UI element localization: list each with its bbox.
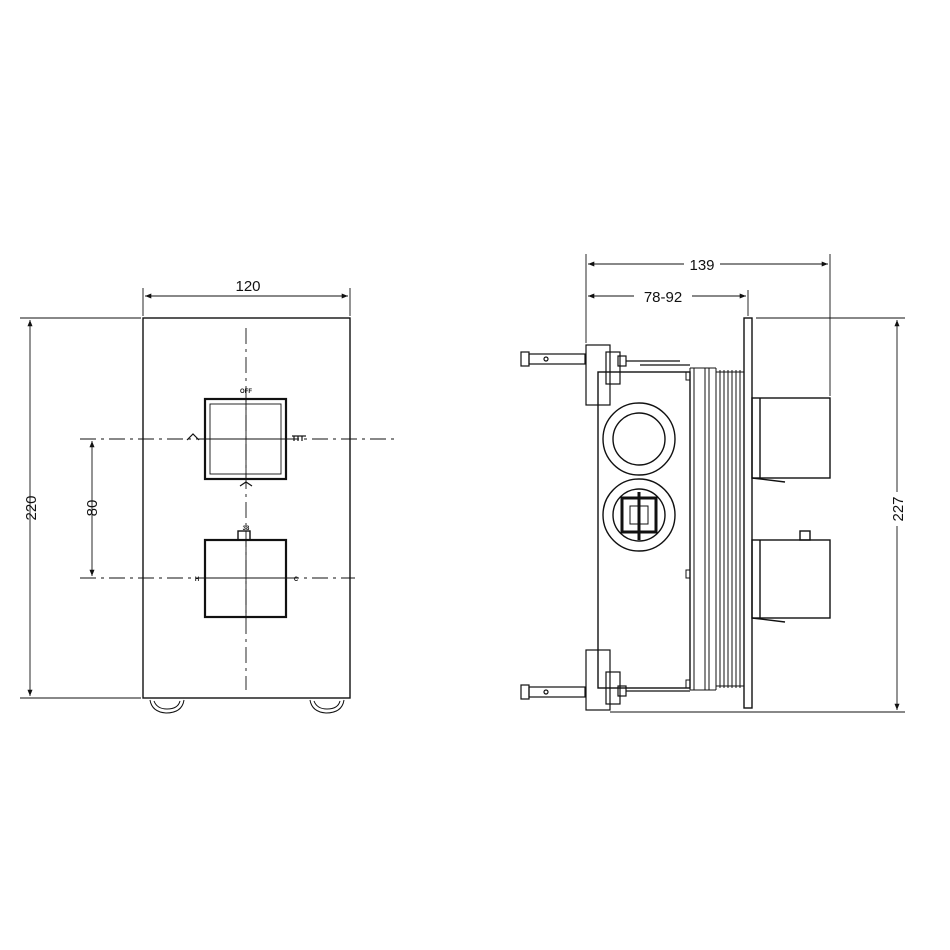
label-knob-off: OFF (240, 389, 252, 395)
label-dim-height: 220 (23, 495, 40, 520)
mounting-box (597, 371, 691, 689)
center-lines (80, 328, 395, 690)
label-dim-centers: 80 (84, 500, 101, 517)
flow-symbols (186, 433, 306, 487)
label-knob-temp: 38 (243, 526, 250, 532)
label-knob-h: H (195, 577, 199, 583)
lower-knob-side (751, 530, 831, 623)
dimension-width (142, 288, 351, 316)
adjustable-sleeve (685, 367, 745, 691)
label-knob-c: C (294, 577, 299, 583)
label-dim-total-depth: 139 (689, 257, 714, 274)
bottom-bracket (585, 649, 690, 711)
plate-feet (149, 699, 345, 714)
upper-knob (203, 397, 288, 481)
front-view (20, 288, 395, 714)
top-screw (520, 351, 586, 367)
dimension-total-depth (585, 254, 831, 396)
cover-plate-side (743, 317, 753, 709)
label-dim-adjustable-depth: 78-92 (644, 289, 682, 306)
lower-knob (203, 530, 288, 619)
lower-port (602, 478, 676, 552)
dimension-height (20, 317, 141, 699)
label-dim-width: 120 (235, 278, 260, 295)
bottom-screw (520, 684, 586, 700)
top-bracket (585, 344, 690, 406)
upper-port (602, 402, 676, 476)
label-dim-total-height: 227 (890, 496, 907, 521)
upper-knob-side (751, 397, 831, 483)
dimension-total-height (610, 317, 905, 713)
side-view (520, 254, 905, 713)
cover-plate (142, 317, 351, 699)
